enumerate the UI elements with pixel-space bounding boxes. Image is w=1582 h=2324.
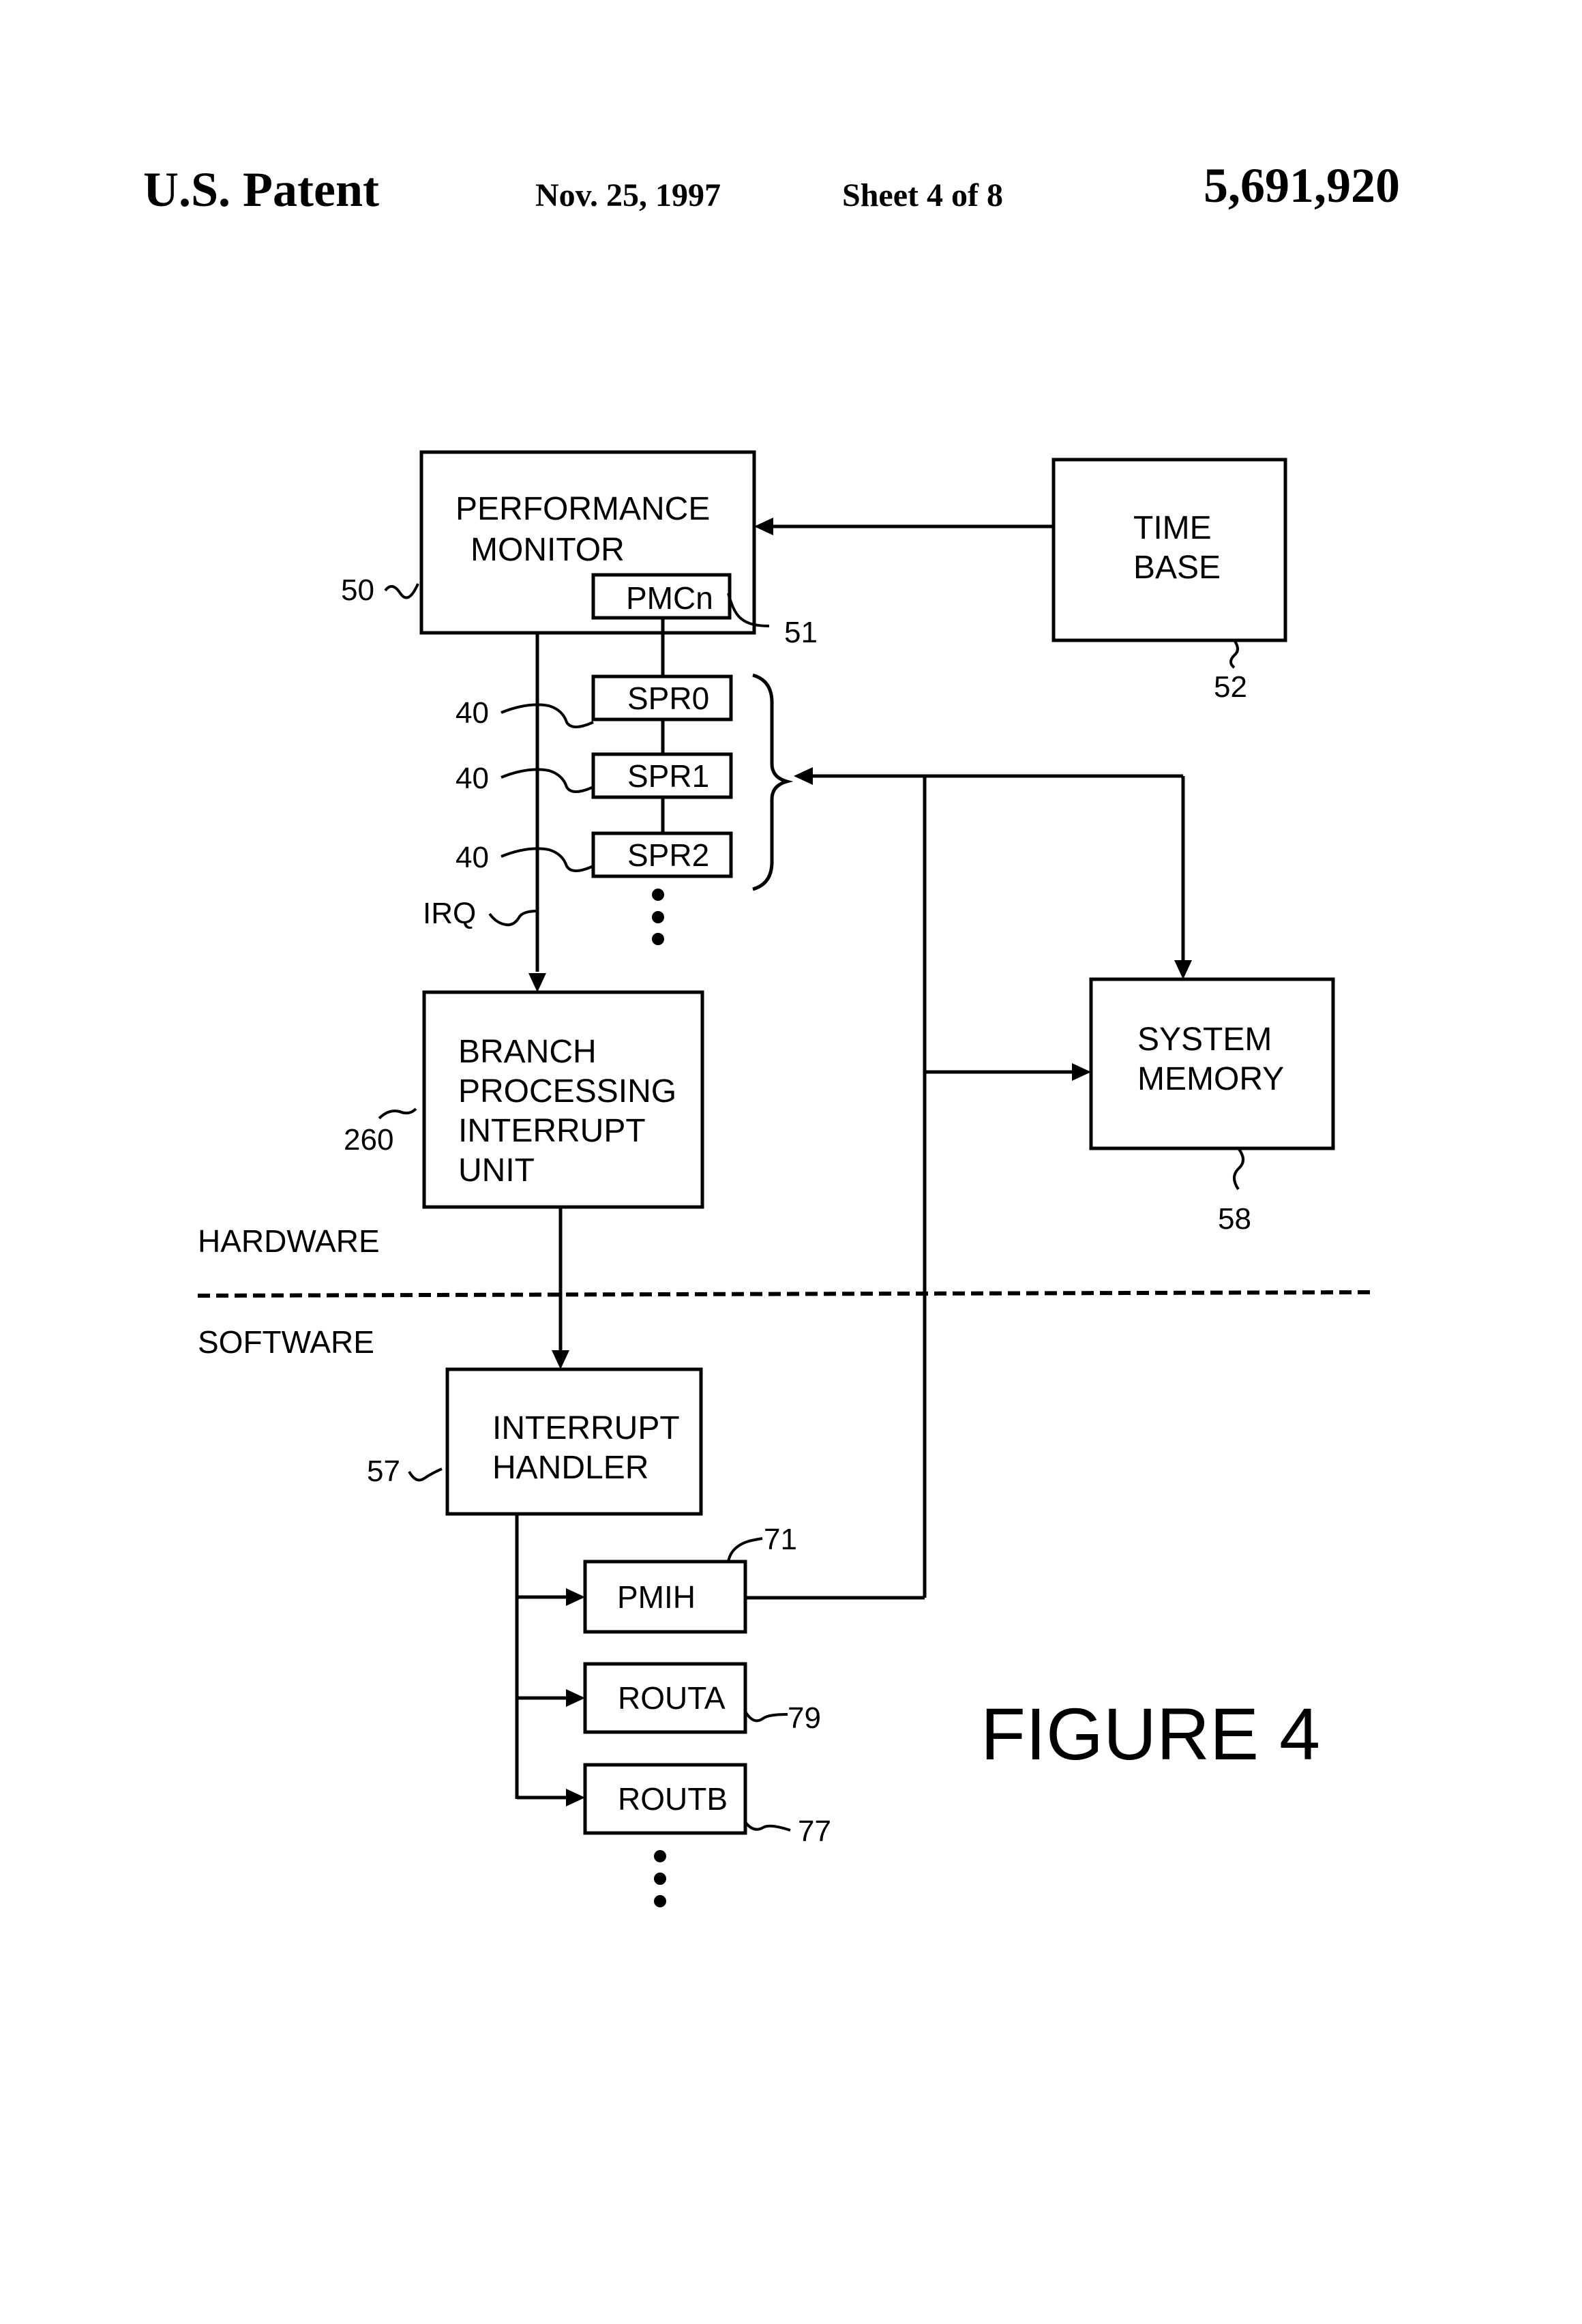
ref-51: 51 <box>784 616 818 649</box>
routb-label: ROUTB <box>618 1781 728 1817</box>
ref-40-spr0: 40 <box>456 696 489 730</box>
ref-leader-spr2 <box>501 848 593 871</box>
spr0-label: SPR0 <box>627 681 709 716</box>
hardware-region-label: HARDWARE <box>198 1223 380 1259</box>
irq-label: IRQ <box>423 897 476 930</box>
publication-label: U.S. Patent <box>143 162 379 217</box>
spr-continuation-dot-2 <box>652 911 664 923</box>
interrupt-handler-label-line1: INTERRUPT <box>492 1410 680 1446</box>
branch-label-line1: BRANCH <box>458 1034 597 1070</box>
spr-continuation-dot-3 <box>652 933 664 945</box>
system-memory-label-line2: MEMORY <box>1137 1061 1284 1097</box>
ref-leader-71 <box>728 1538 762 1562</box>
ref-leader-77 <box>745 1822 790 1830</box>
ref-leader-spr0 <box>501 704 593 727</box>
memory-side-arrowhead <box>1072 1063 1091 1081</box>
handler-arrowhead <box>552 1350 569 1369</box>
pmc-register: PMCn <box>593 575 730 618</box>
time-base-label-line1: TIME <box>1133 510 1212 546</box>
time-base-label-line2: BASE <box>1133 550 1221 586</box>
spr2-register: SPR2 <box>593 833 731 876</box>
ref-52: 52 <box>1214 670 1247 704</box>
ref-leader-50 <box>385 584 418 597</box>
spr0-register: SPR0 <box>593 676 731 719</box>
pmc-label: PMCn <box>626 580 713 616</box>
ref-leader-260 <box>379 1109 416 1118</box>
branch-label-line4: UNIT <box>458 1152 535 1189</box>
ref-leader-spr1 <box>501 769 593 792</box>
routb-routine: ROUTB <box>585 1765 745 1833</box>
irq-arrowhead <box>528 973 546 992</box>
ref-58: 58 <box>1218 1202 1251 1236</box>
routine-continuation-dot-2 <box>654 1873 666 1885</box>
branch-label-line3: INTERRUPT <box>458 1113 646 1149</box>
pmih-arrowhead <box>566 1588 585 1606</box>
branch-label-line2: PROCESSING <box>458 1073 676 1109</box>
ref-40-spr2: 40 <box>456 841 489 874</box>
routb-arrowhead <box>566 1789 585 1806</box>
time-base-block: TIME BASE <box>1054 460 1285 640</box>
ref-50: 50 <box>341 573 374 607</box>
interrupt-handler-block: INTERRUPT HANDLER <box>447 1369 701 1514</box>
spr-group-brace <box>753 675 787 889</box>
memory-top-arrowhead <box>1174 960 1192 979</box>
ref-leader-58 <box>1234 1148 1243 1189</box>
ref-leader-79 <box>745 1712 788 1720</box>
ref-leader-52 <box>1231 640 1238 668</box>
ref-leader-57 <box>409 1469 442 1480</box>
ref-71: 71 <box>764 1523 797 1556</box>
interrupt-handler-label-line2: HANDLER <box>492 1450 648 1486</box>
ref-79: 79 <box>788 1701 821 1735</box>
ref-57: 57 <box>367 1455 400 1488</box>
branch-processing-unit-block: BRANCH PROCESSING INTERRUPT UNIT <box>424 992 702 1207</box>
system-memory-label-line1: SYSTEM <box>1137 1022 1272 1058</box>
routa-label: ROUTA <box>618 1680 726 1716</box>
publication-date: Nov. 25, 1997 <box>535 177 721 213</box>
patent-number: 5,691,920 <box>1204 158 1400 213</box>
hardware-software-divider <box>198 1292 1371 1296</box>
sheet-number: Sheet 4 of 8 <box>842 177 1003 213</box>
routa-arrowhead <box>566 1689 585 1707</box>
pmih-label: PMIH <box>617 1579 696 1615</box>
ref-40-spr1: 40 <box>456 762 489 795</box>
spr2-label: SPR2 <box>627 837 709 873</box>
time-base-arrowhead <box>754 518 773 535</box>
ref-260: 260 <box>344 1123 393 1157</box>
performance-monitor-label-line1: PERFORMANCE <box>456 491 710 527</box>
routa-routine: ROUTA <box>585 1664 745 1732</box>
routine-continuation-dot-1 <box>654 1850 666 1862</box>
pmih-routine: PMIH <box>585 1562 745 1632</box>
figure-label: FIGURE 4 <box>981 1693 1320 1775</box>
spr1-register: SPR1 <box>593 754 731 797</box>
software-region-label: SOFTWARE <box>198 1324 374 1360</box>
routine-continuation-dot-3 <box>654 1895 666 1907</box>
spr-brace-arrowhead <box>794 767 813 785</box>
ref-leader-51 <box>728 593 769 626</box>
spr1-label: SPR1 <box>627 758 709 794</box>
ref-leader-irq <box>490 911 537 925</box>
ref-77: 77 <box>798 1815 831 1848</box>
spr-continuation-dot-1 <box>652 889 664 901</box>
performance-monitor-label-line2: MONITOR <box>471 532 625 568</box>
system-memory-block: SYSTEM MEMORY <box>1091 979 1333 1148</box>
